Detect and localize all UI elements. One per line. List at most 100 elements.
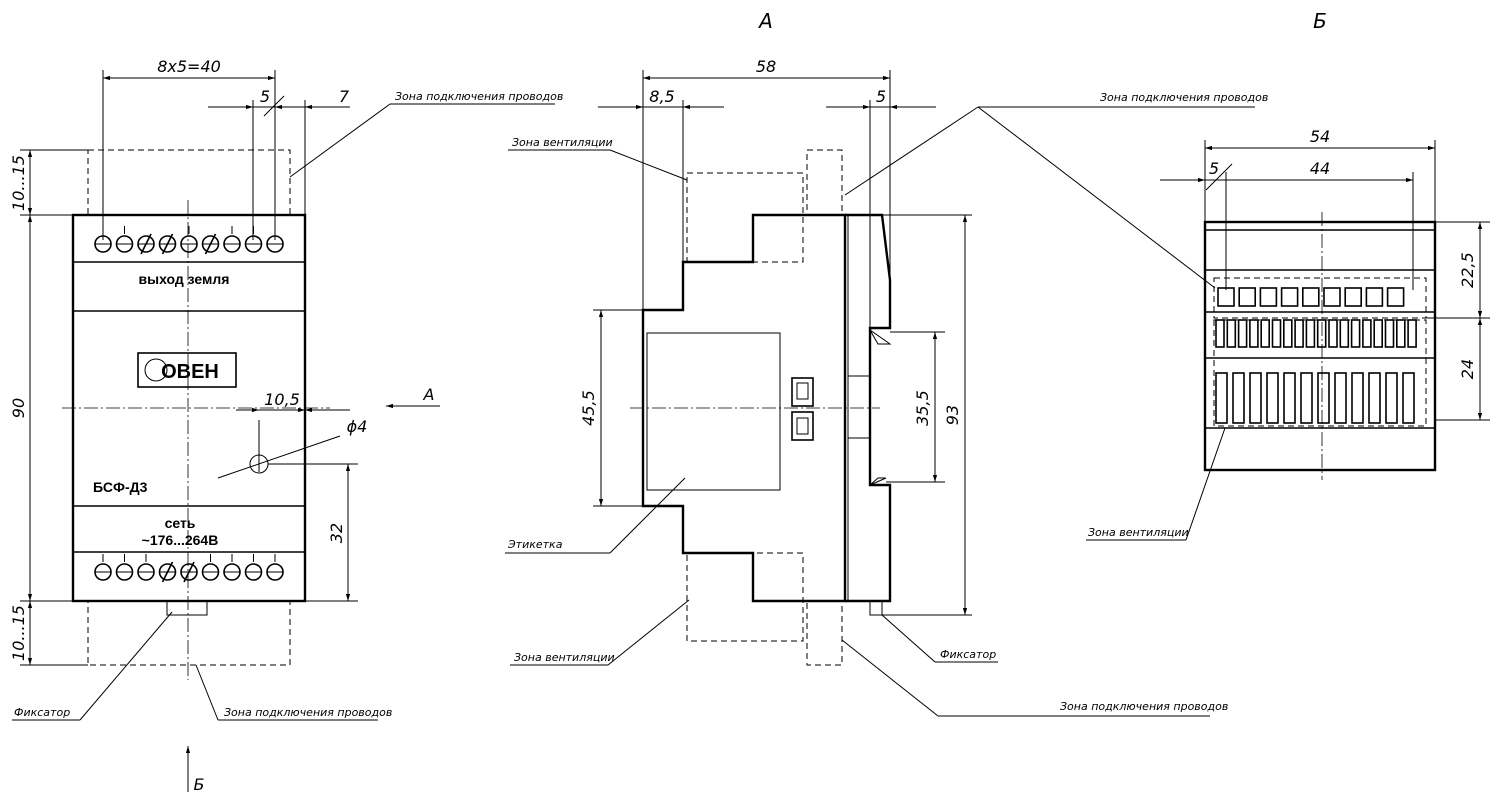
zone-bottom-dimension: 10...15 bbox=[9, 605, 28, 661]
view-b-terminal-slot bbox=[1249, 319, 1259, 348]
view-b-terminal-slot bbox=[1396, 319, 1406, 348]
d7-dimension: 7 bbox=[339, 87, 350, 106]
wire-zone-4-leader bbox=[841, 639, 939, 717]
wire-zone-2-note: Зона подключения проводов bbox=[224, 706, 392, 719]
side-latch bbox=[869, 600, 883, 616]
vent-1-note: Зона вентиляции bbox=[512, 136, 613, 149]
d10-5-dimension: 10,5 bbox=[264, 390, 300, 409]
side-rail-slot bbox=[847, 375, 871, 439]
terminal-tightened-mark bbox=[140, 233, 152, 255]
view-b-vent-slot bbox=[1385, 372, 1398, 424]
view-b-terminal-slot bbox=[1271, 319, 1282, 348]
top-terminal-row bbox=[94, 226, 284, 255]
vent-2-note: Зона вентиляции bbox=[514, 651, 615, 664]
view-b-terminal-screws bbox=[1217, 287, 1405, 307]
view-b-terminal-slot bbox=[1350, 319, 1361, 348]
d8-5-dimension: 8,5 bbox=[649, 87, 674, 106]
front-view: выход земля ОВЕН БСФ-Д3 сеть ~176...264В… bbox=[9, 57, 563, 794]
bottom-terminal-row bbox=[94, 554, 284, 583]
view-a-arrow-label: А bbox=[423, 385, 435, 404]
bottom-wire-zone bbox=[87, 600, 291, 666]
view-b-vent-slot bbox=[1232, 372, 1245, 424]
view-b-vent-slot bbox=[1215, 372, 1228, 424]
b44-dimension: 44 bbox=[1310, 159, 1330, 178]
view-b-vent-slot bbox=[1351, 372, 1364, 424]
side-vent-zone-bottom bbox=[686, 552, 804, 642]
wire-zone-3-leader-b bbox=[977, 106, 1216, 289]
wire-zone-3-note: Зона подключения проводов bbox=[1100, 91, 1268, 104]
brand-logo-frame bbox=[137, 352, 237, 388]
side-connector-2 bbox=[791, 411, 814, 441]
view-b-vent-slot bbox=[1300, 372, 1313, 424]
side-view: А 58 8,5 5 45,5 bbox=[505, 9, 1268, 717]
view-b-screw bbox=[1217, 287, 1235, 307]
view-b-arrow-label: Б bbox=[194, 775, 205, 794]
label-note: Этикетка bbox=[507, 538, 563, 551]
view-b-terminal-slot bbox=[1226, 319, 1237, 348]
d93-dimension: 93 bbox=[943, 405, 962, 425]
brand-logo: ОВЕН bbox=[161, 361, 219, 383]
width-dimension: 54 bbox=[1310, 127, 1330, 146]
b5-dimension: 5 bbox=[1209, 159, 1219, 178]
terminal-tightened-mark bbox=[161, 233, 174, 255]
view-b-terminal-slots bbox=[1215, 319, 1417, 348]
view-b-screw bbox=[1280, 287, 1299, 307]
latch-1-note: Фиксатор bbox=[14, 706, 70, 719]
latch-1-leader bbox=[79, 611, 173, 721]
hole-leader bbox=[217, 435, 341, 479]
side-vent-zone-top bbox=[686, 172, 804, 263]
zone-top-dimension: 10...15 bbox=[9, 155, 28, 211]
depth-dimension: 58 bbox=[756, 57, 776, 76]
d24-dimension: 24 bbox=[1458, 359, 1477, 379]
latch-2-leader bbox=[881, 614, 936, 663]
wire-zone-1-leader bbox=[289, 103, 391, 178]
view-b-terminal-slot bbox=[1215, 319, 1225, 348]
top-terminal-label: выход земля bbox=[139, 271, 230, 287]
wire-zone-4-note: Зона подключения проводов bbox=[1060, 700, 1228, 713]
view-b-terminal-slot bbox=[1407, 319, 1417, 348]
side-upper-hook bbox=[869, 329, 892, 345]
top-wire-zone bbox=[87, 149, 291, 216]
view-b-vent-slot bbox=[1283, 372, 1296, 424]
view-b-terminal-slot bbox=[1384, 319, 1395, 348]
terminal-tightened-mark bbox=[161, 561, 174, 583]
view-b-terminal-slot bbox=[1362, 319, 1372, 348]
side-lower-hook bbox=[869, 477, 887, 486]
view-b-screw bbox=[1238, 287, 1256, 307]
d5-dimension: 5 bbox=[260, 87, 270, 106]
view-b-vent-slot bbox=[1368, 372, 1381, 424]
side-connector-1-slot bbox=[796, 382, 809, 400]
b5-tick bbox=[1205, 163, 1233, 191]
latch-2-note: Фиксатор bbox=[940, 648, 996, 661]
view-b-screw bbox=[1365, 287, 1384, 307]
wire-zone-2-leader bbox=[195, 664, 219, 721]
view-b-vent-slot bbox=[1266, 372, 1279, 424]
view-b-screw bbox=[1323, 287, 1341, 307]
view-b-terminal-slot bbox=[1316, 319, 1327, 348]
vent-2-leader bbox=[607, 599, 690, 666]
vent-3-note: Зона вентиляции bbox=[1088, 526, 1189, 539]
brand-logo-circle bbox=[144, 358, 168, 382]
wire-zone-3-leader-a bbox=[844, 106, 979, 196]
view-b-wire-zone bbox=[1213, 277, 1427, 319]
d5-tick bbox=[263, 95, 285, 117]
side-connector-2-slot bbox=[796, 417, 809, 435]
d35-5-dimension: 35,5 bbox=[913, 390, 932, 426]
view-b-vent-slots bbox=[1215, 372, 1415, 424]
terminal-tightened-mark bbox=[183, 561, 195, 583]
view-b-terminal-slot bbox=[1328, 319, 1338, 348]
vent-3-leader bbox=[1185, 427, 1226, 541]
vent-1-leader bbox=[609, 149, 688, 181]
view-b-outline bbox=[1203, 220, 1437, 472]
hole-dimension: ϕ4 bbox=[347, 417, 368, 436]
model-label: БСФ-Д3 bbox=[93, 479, 148, 495]
view-b-screw bbox=[1386, 287, 1405, 307]
view-b-screw bbox=[1344, 287, 1362, 307]
d32-dimension: 32 bbox=[327, 523, 346, 543]
voltage-label: ~176...264В bbox=[142, 532, 219, 548]
side-connector-1 bbox=[791, 377, 814, 407]
side5-dimension: 5 bbox=[876, 87, 886, 106]
view-b: Б 54 5 44 22,5 24 Зона вент bbox=[1086, 9, 1490, 541]
label-leader bbox=[609, 477, 686, 554]
view-b-vent-slot bbox=[1317, 372, 1330, 424]
